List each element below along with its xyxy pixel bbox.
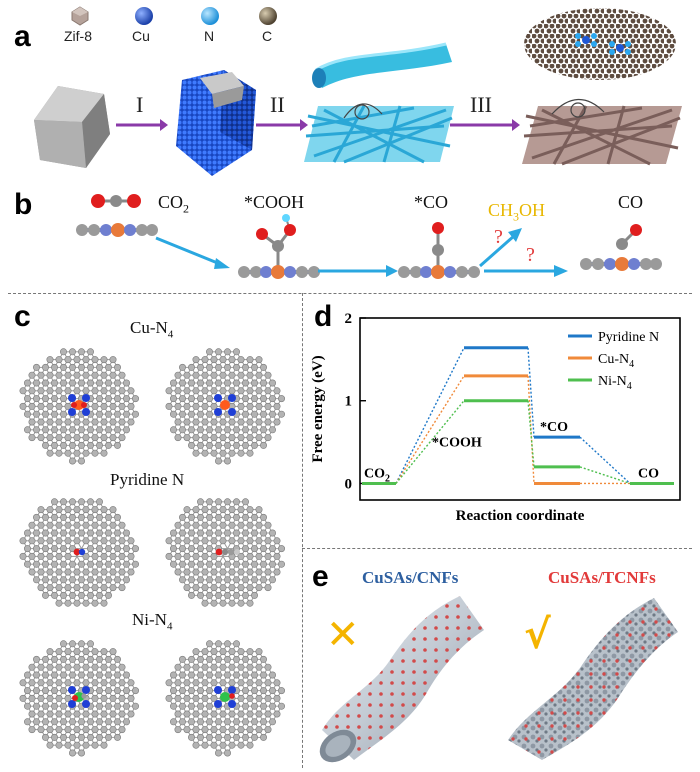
legend-c-icon: [259, 7, 277, 25]
connector: [527, 347, 535, 438]
connector: [395, 400, 465, 484]
connector: [527, 400, 535, 467]
legend-zif8-label: Zif-8: [64, 28, 92, 44]
divider-top: [8, 293, 692, 294]
cyan-fiber-tube-icon: [312, 42, 452, 88]
co-adsorbed-label: *CO: [414, 192, 449, 212]
arrow-to-co-product: [484, 265, 568, 277]
legend-n-icon: [201, 7, 219, 25]
ni-n4-label: Ni-N4: [132, 610, 173, 633]
step-label-2: II: [270, 92, 285, 117]
arrow-cooh-to-co: [318, 265, 398, 277]
cusas-tcnfs-title: CuSAs/TCNFs: [548, 568, 656, 587]
step-label-3: III: [470, 92, 492, 117]
lattice-cu-n4-left: [19, 348, 140, 465]
divider-bottom-right: [302, 548, 692, 549]
cusas-cnfs-title: CuSAs/CNFs: [362, 568, 459, 587]
panel-letter-c: c: [14, 300, 31, 333]
x-axis-label: Reaction coordinate: [456, 508, 585, 524]
connector: [579, 436, 631, 484]
lattice-cu-n4-right: [165, 348, 286, 465]
cu-n-graphene-sheet-icon: [524, 8, 676, 80]
panel-letter-e: e: [312, 560, 329, 593]
question-mark-co: ?: [526, 244, 535, 266]
annotation-cooh: *COOH: [432, 436, 482, 451]
annotation-co: CO: [638, 466, 659, 481]
methanol-label: CH3OH: [488, 200, 546, 224]
catalyst-substrate-final: [580, 257, 662, 271]
annotation-co-ads: *CO: [540, 420, 568, 435]
legend-label: Cu-N4: [598, 352, 634, 370]
smooth-fiber-cnfs-icon: [319, 596, 484, 763]
y-tick-label: 2: [345, 311, 353, 327]
step-label-1: I: [136, 92, 144, 117]
legend-label: Pyridine N: [598, 330, 659, 345]
legend-zif8-icon: [71, 6, 89, 26]
cyan-fiber-mat-icon: [304, 103, 454, 164]
catalyst-substrate-1: [76, 223, 158, 237]
question-mark-methanol: ?: [494, 226, 503, 248]
cross-mark-icon: ✕: [326, 612, 360, 658]
legend-cu-label: Cu: [132, 28, 150, 44]
y-tick-label: 0: [345, 476, 353, 492]
arrow-co2-to-cooh: [155, 236, 230, 269]
panel-letter-b: b: [14, 188, 33, 221]
lattice-pyridine-n-left: [19, 498, 140, 607]
divider-middle: [302, 293, 303, 768]
check-mark-icon: √: [524, 612, 551, 658]
y-axis-label: Free energy (eV): [310, 355, 326, 462]
cu-coated-cube-icon: [176, 70, 256, 176]
panel-letter-d: d: [314, 300, 333, 333]
cooh-label: *COOH: [244, 192, 305, 212]
legend-label: Ni-N4: [598, 374, 632, 392]
textured-fiber-tcnfs-icon: [508, 598, 678, 760]
annotation-co2: CO2: [364, 466, 390, 484]
lattice-pyridine-n-right: [165, 498, 286, 607]
connector: [579, 466, 631, 485]
brown-fiber-mat-icon: [522, 98, 682, 166]
arrow-to-methanol: [479, 228, 522, 268]
co2-label: CO2: [158, 192, 190, 216]
plot-frame: [359, 317, 681, 501]
y-tick-label: 1: [345, 394, 353, 410]
co-adsorbed-intermediate-icon: [398, 222, 480, 279]
legend-n-label: N: [204, 28, 215, 44]
zif8-polyhedron-icon: [34, 86, 110, 168]
co-product-icon: [616, 224, 642, 250]
arrow-step-2: [256, 119, 308, 131]
pyridine-n-label: Pyridine N: [110, 470, 185, 489]
legend-cu-icon: [135, 7, 153, 25]
lattice-ni-n4-right: [165, 640, 286, 757]
arrow-step-1: [116, 119, 168, 131]
cu-n4-label: Cu-N4: [130, 318, 174, 341]
co2-molecule-icon: [91, 194, 141, 208]
co-product-label: CO: [618, 192, 644, 212]
legend-c-label: C: [262, 28, 273, 44]
arrow-step-3: [450, 119, 520, 131]
connector: [395, 347, 465, 484]
lattice-ni-n4-left: [19, 640, 140, 757]
series-2: [362, 399, 674, 485]
cooh-intermediate-icon: [238, 214, 320, 279]
panel-letter-a: a: [14, 20, 31, 53]
connector: [395, 375, 465, 484]
